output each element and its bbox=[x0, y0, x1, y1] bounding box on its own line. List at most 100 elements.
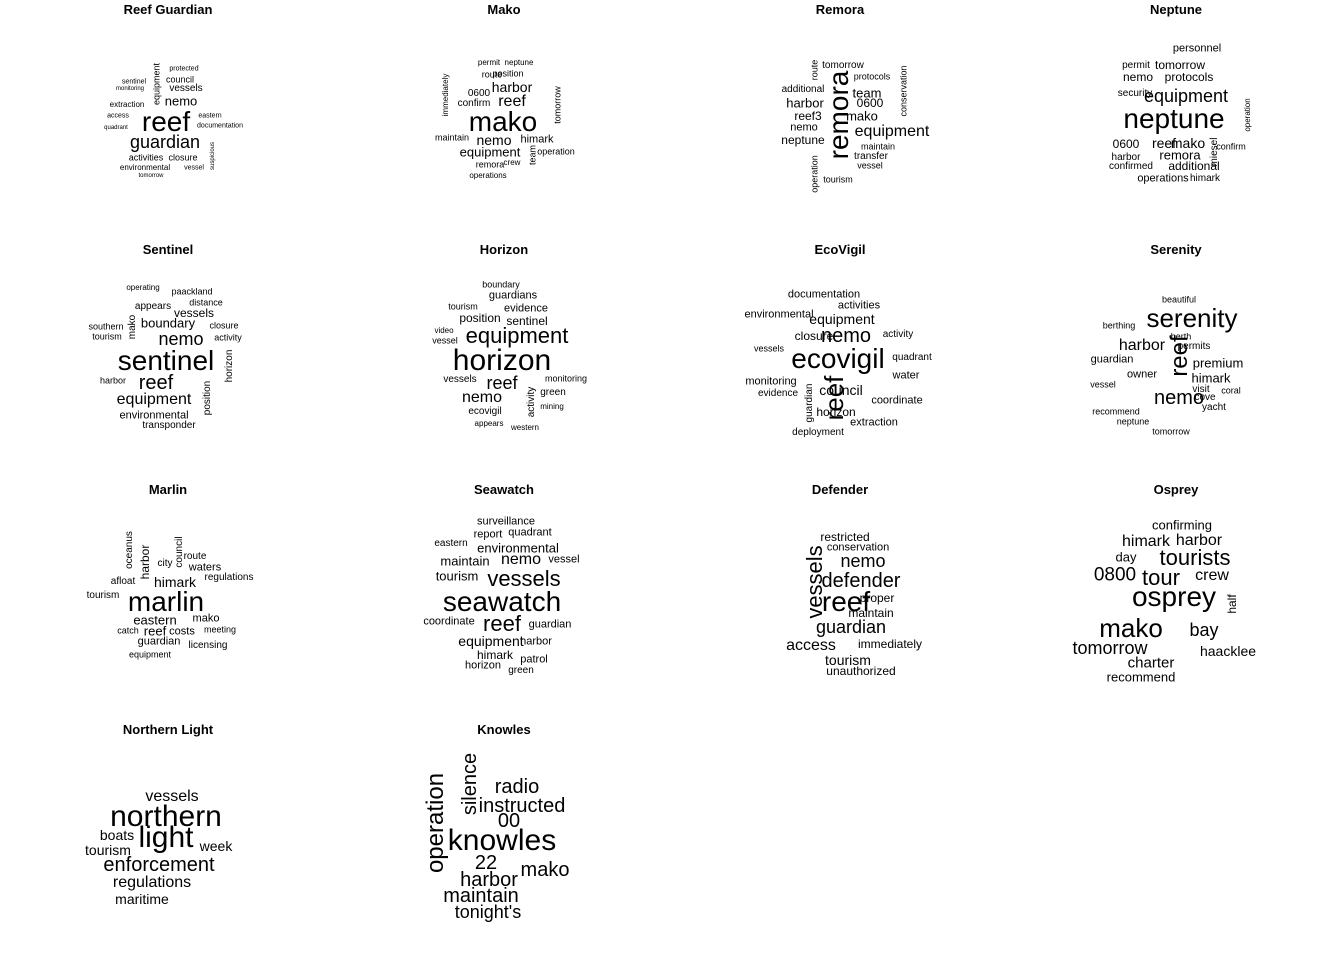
cloud-word: mako bbox=[192, 612, 220, 625]
cloud-word: neptune bbox=[1123, 103, 1225, 134]
cloud-word: light bbox=[138, 821, 194, 854]
cloud-word: distance bbox=[189, 297, 223, 308]
cloud-word: equipment bbox=[854, 123, 930, 140]
cloud-word: conservation bbox=[826, 541, 890, 554]
panel-title: Mako bbox=[487, 2, 521, 17]
cloud-word: confirm bbox=[457, 98, 491, 109]
cloud-word: nemo bbox=[158, 329, 204, 349]
cloud-word: serenity bbox=[1146, 303, 1238, 333]
cloud-word: boats bbox=[99, 827, 135, 843]
cloud-word: tomorrow bbox=[552, 86, 563, 124]
cloud-word: recommend bbox=[1092, 406, 1140, 417]
cloud-word: boundary bbox=[140, 315, 196, 331]
cloud-word: guardian bbox=[129, 132, 201, 152]
cloud-word: crew bbox=[503, 158, 521, 167]
cloud-word: immediately bbox=[857, 637, 923, 651]
cloud-word: immediately bbox=[441, 73, 450, 117]
cloud-word: knowles bbox=[447, 824, 557, 857]
cloud-word: horizon bbox=[452, 344, 552, 377]
cloud-word: council bbox=[165, 74, 195, 85]
cloud-word: activities bbox=[128, 152, 164, 163]
cloud-word: team bbox=[852, 85, 882, 101]
cloud-word: activity bbox=[526, 386, 537, 418]
cloud-word: quadrant bbox=[104, 125, 128, 131]
cloud-word: harbor bbox=[99, 375, 127, 386]
cloud-word: himark bbox=[476, 648, 514, 662]
cloud-word: maintain bbox=[848, 606, 894, 620]
cloud-word: transponder bbox=[142, 420, 196, 431]
cloud-word: extraction bbox=[109, 100, 145, 109]
cloud-word: reef bbox=[821, 586, 871, 617]
cloud-word: tourism bbox=[435, 568, 479, 584]
cloud-word: guardian bbox=[815, 617, 887, 637]
cloud-word: tourism bbox=[448, 301, 478, 312]
cloud-word: transfer bbox=[854, 151, 888, 162]
cloud-word: vessel bbox=[548, 553, 580, 566]
cloud-word: nemo bbox=[820, 325, 872, 347]
panel-title: Defender bbox=[811, 482, 869, 497]
cloud-word: catch bbox=[117, 625, 139, 636]
cloud-word: activity bbox=[882, 329, 914, 340]
cloud-word: documentation bbox=[197, 122, 243, 130]
cloud-word: harbor bbox=[1118, 337, 1166, 354]
panel-title: Serenity bbox=[1150, 242, 1202, 257]
cloud-word: tourism bbox=[823, 174, 853, 185]
cloud-word: activity bbox=[214, 332, 242, 343]
cloud-word: harbor bbox=[786, 95, 824, 111]
cloud-word: closure bbox=[209, 320, 239, 331]
cloud-word: crew bbox=[1195, 567, 1229, 584]
cloud-word: tourism bbox=[92, 331, 122, 342]
cloud-word: tomorrow bbox=[1072, 638, 1148, 658]
cloud-word: restricted bbox=[820, 530, 870, 544]
cloud-word: vessels bbox=[753, 343, 785, 354]
cloud-word: nemo bbox=[164, 93, 198, 109]
cloud-word: position bbox=[459, 311, 501, 325]
cloud-word: charter bbox=[1127, 654, 1175, 672]
cloud-word: nemo bbox=[500, 551, 542, 568]
cloud-word: week bbox=[199, 838, 233, 854]
cloud-word: radio bbox=[494, 776, 540, 798]
cloud-word: 00 bbox=[497, 810, 521, 832]
cloud-word: neptune bbox=[504, 58, 534, 67]
cloud-word: tourism bbox=[86, 590, 120, 601]
cloud-word: operation bbox=[537, 146, 575, 157]
cloud-word: vessels bbox=[169, 83, 203, 94]
cloud-word: mako bbox=[1170, 135, 1206, 151]
cloud-word: harbor bbox=[520, 635, 552, 648]
cloud-word: sentinel bbox=[117, 345, 215, 376]
cloud-word: report bbox=[473, 528, 503, 541]
cloud-word: vessels bbox=[443, 374, 477, 385]
cloud-word: eastern bbox=[133, 612, 177, 628]
cloud-word: cove bbox=[1194, 392, 1216, 403]
cloud-word: horizon bbox=[816, 405, 856, 419]
cloud-word: equipment bbox=[116, 391, 192, 408]
cloud-word: equipment bbox=[1143, 86, 1229, 106]
cloud-word: operation bbox=[422, 772, 449, 874]
cloud-word: nemo bbox=[476, 132, 512, 148]
cloud-word: equipment bbox=[459, 144, 521, 160]
cloud-word: sentinel bbox=[121, 78, 147, 86]
panel-title: Knowles bbox=[477, 722, 531, 737]
cloud-word: quadrant bbox=[892, 352, 932, 363]
cloud-word: tomorrow bbox=[822, 60, 864, 71]
cloud-word: reef bbox=[498, 93, 526, 110]
cloud-word: 0600 bbox=[1112, 137, 1140, 151]
cloud-word: tourism bbox=[85, 842, 131, 858]
cloud-word: recommend bbox=[1106, 669, 1176, 685]
cloud-word: equipment bbox=[458, 633, 524, 649]
cloud-word: position bbox=[202, 380, 213, 416]
cloud-word: seawatch bbox=[442, 586, 562, 617]
cloud-word: environmental bbox=[119, 409, 189, 422]
cloud-word: osprey bbox=[1131, 581, 1217, 612]
